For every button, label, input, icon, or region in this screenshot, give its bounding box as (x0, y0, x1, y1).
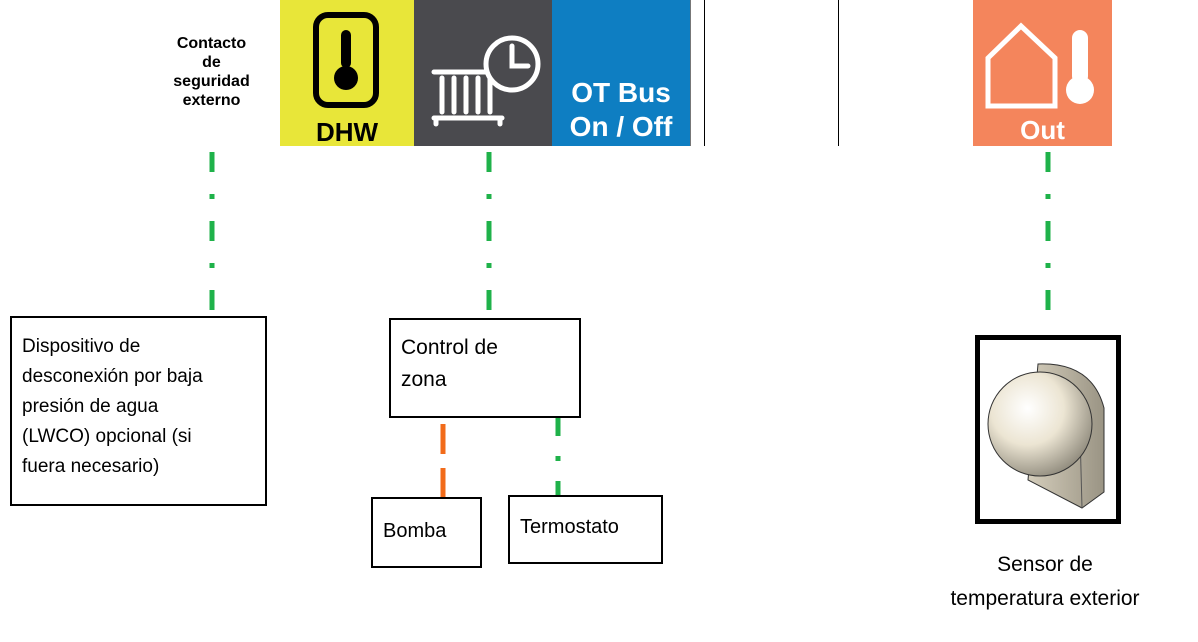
pump-box: Bomba (371, 497, 482, 568)
zone-control-label: Control de zona (401, 332, 498, 396)
thermostat-label: Termostato (520, 515, 619, 539)
outdoor-sensor-icon (980, 340, 1116, 519)
sensor-caption: Sensor de temperatura exterior (900, 548, 1190, 616)
pump-label: Bomba (383, 519, 446, 543)
thermostat-box: Termostato (508, 495, 663, 564)
zone-control-box: Control de zona (389, 318, 581, 418)
sensor-frame (975, 335, 1121, 524)
lwco-box: Dispositivo de desconexión por baja pres… (10, 316, 267, 506)
lwco-label: Dispositivo de desconexión por baja pres… (22, 332, 203, 482)
